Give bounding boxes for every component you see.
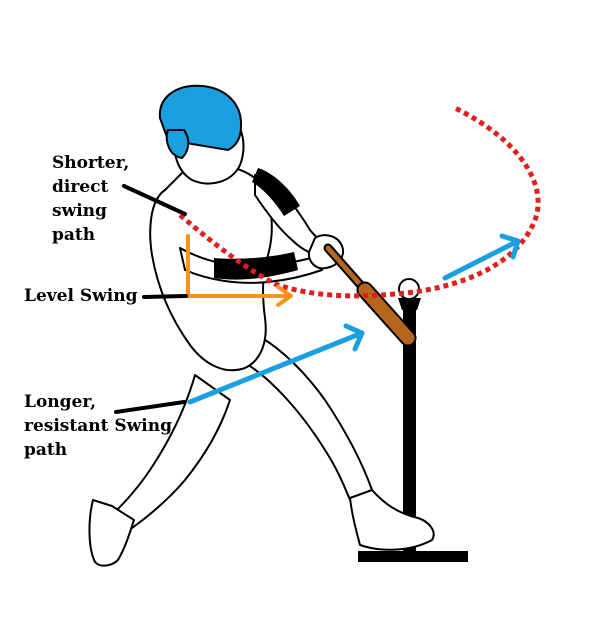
leader-longer [114,400,186,414]
helmet [158,84,243,160]
level-arrowhead [276,285,293,307]
level-swing-arrow [186,234,293,307]
label-longer-resistant-path: Longer, resistant Swing path [24,390,172,462]
label-line: direct [52,177,109,197]
leader-lines [114,184,188,414]
leader-level [142,294,188,299]
long-arrow-2-shaft [442,238,521,281]
label-line: swing [52,201,107,221]
short-swing-path [178,105,541,299]
bat [323,243,417,347]
front-leg [239,337,373,501]
label-shorter-direct-path: Shorter, direct swing path [52,151,129,247]
leader-shorter [122,184,187,216]
long-arrow-1-head [343,323,365,352]
baseball [398,278,420,300]
batting-tee [358,298,468,562]
label-level-swing: Level Swing [24,284,137,308]
helmet-ear-flap [165,129,190,160]
long-arrow-2-head [499,233,521,260]
long-swing-arrows [187,233,521,405]
label-line: path [24,440,68,460]
tee-base [358,551,468,562]
tee-post [403,300,416,556]
label-line: Shorter, [52,153,130,173]
label-line: Longer, [24,392,96,412]
front-shoe [349,489,435,551]
label-line: path [52,225,96,245]
back-shoe [88,499,135,567]
long-arrow-1-shaft [187,330,365,405]
label-line: Level Swing [24,286,138,306]
front-sleeve [214,252,298,280]
back-sleeve [252,168,300,216]
tee-cup [398,298,421,310]
bat-barrel-fill [358,283,415,345]
label-line: resistant Swing [24,416,172,436]
